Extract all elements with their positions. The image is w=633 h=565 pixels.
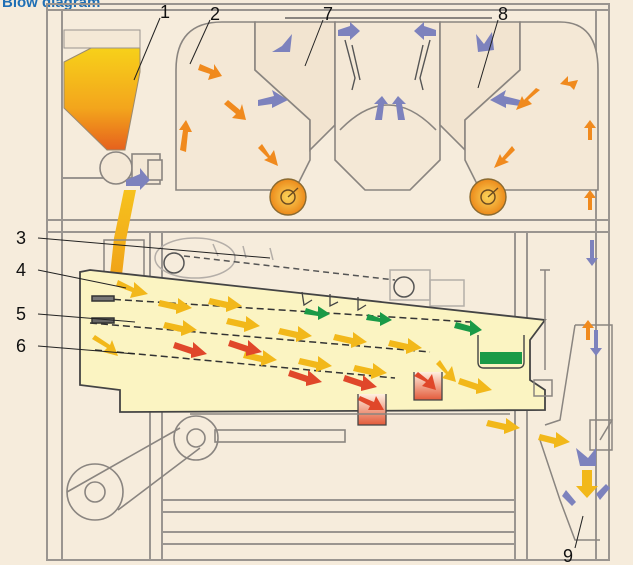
callout-label-2: 2: [210, 4, 220, 24]
callout-label-6: 6: [16, 336, 26, 356]
fan-wheel-icon: [270, 179, 306, 215]
callout-label-7: 7: [323, 4, 333, 24]
callout-label-9: 9: [563, 546, 573, 565]
sieve-box: [80, 270, 545, 412]
callout-label-8: 8: [498, 4, 508, 24]
drive-pulley-icon: [67, 414, 510, 520]
callout-label-1: 1: [160, 2, 170, 22]
callout-label-3: 3: [16, 228, 26, 248]
feed-chute-icon: [104, 190, 144, 278]
callout-label-4: 4: [16, 260, 26, 280]
hopper-icon: [64, 30, 140, 150]
fan-wheel-icon: [470, 179, 506, 215]
callout-label-5: 5: [16, 304, 26, 324]
